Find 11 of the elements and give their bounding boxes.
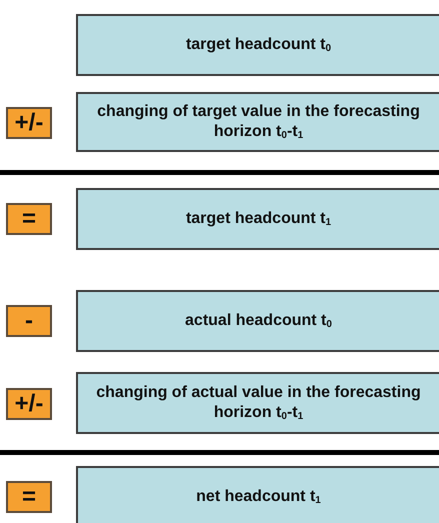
operator-box: - — [6, 305, 52, 337]
term-box: changing of actual value in the forecasting horizon t$_{0}$-t$_{1}$ — [76, 372, 439, 434]
term-box: target headcount t$_{1}$ — [76, 188, 439, 250]
operator-box: +/- — [6, 388, 52, 420]
term-box: target headcount t$_{0}$ — [76, 14, 439, 76]
operator-box: = — [6, 203, 52, 235]
term-box: net headcount t$_{1}$ — [76, 466, 439, 523]
term-box: actual headcount t$_{0}$ — [76, 290, 439, 352]
operator-box: = — [6, 481, 52, 513]
operator-box: +/- — [6, 107, 52, 139]
term-box: changing of target value in the forecasting horizon t$_{0}$-t$_{1}$ — [76, 92, 439, 152]
